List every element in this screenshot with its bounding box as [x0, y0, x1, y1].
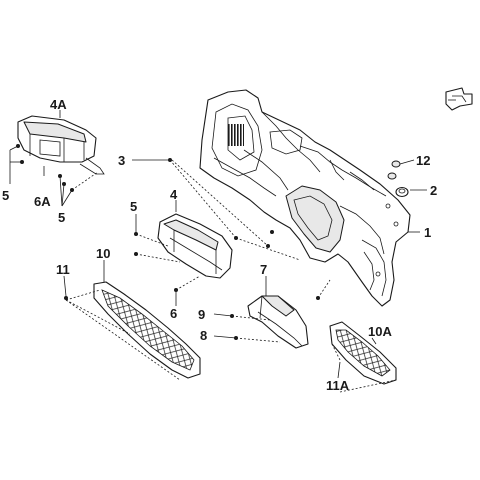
part-4-air-duct [157, 213, 233, 279]
callout-10: 10 [96, 246, 110, 261]
callout-5-left: 5 [2, 188, 9, 203]
callout-11a: 11A [326, 378, 350, 393]
callout-12: 12 [416, 153, 430, 168]
callout-8: 8 [200, 328, 207, 343]
part-10-grille [93, 281, 201, 379]
callout-9: 9 [198, 307, 205, 322]
part-12-clip [387, 160, 401, 180]
callout-1: 1 [424, 225, 431, 240]
callout-11: 11 [56, 262, 70, 277]
callout-4: 4 [170, 187, 178, 202]
part-2-grommet [395, 186, 409, 198]
callout-2: 2 [430, 183, 437, 198]
callout-5-mid: 5 [58, 210, 65, 225]
callout-labels: 1 2 3 4 4A 5 5 5 6 6A 7 8 9 10 10A 11 11… [2, 97, 437, 393]
callout-6: 6 [170, 306, 177, 321]
part-1-dashboard-carrier [199, 89, 411, 307]
part-7-bracket [247, 295, 309, 349]
vehicle-direction-icon [445, 87, 473, 111]
callout-4a: 4A [50, 97, 67, 112]
callout-3: 3 [118, 153, 125, 168]
callout-6a: 6A [34, 194, 51, 209]
part-4a-bracket [17, 115, 105, 175]
callout-7: 7 [260, 262, 267, 277]
callout-5-duct: 5 [130, 199, 137, 214]
callout-10a: 10A [368, 324, 392, 339]
leader-lines [9, 110, 427, 393]
